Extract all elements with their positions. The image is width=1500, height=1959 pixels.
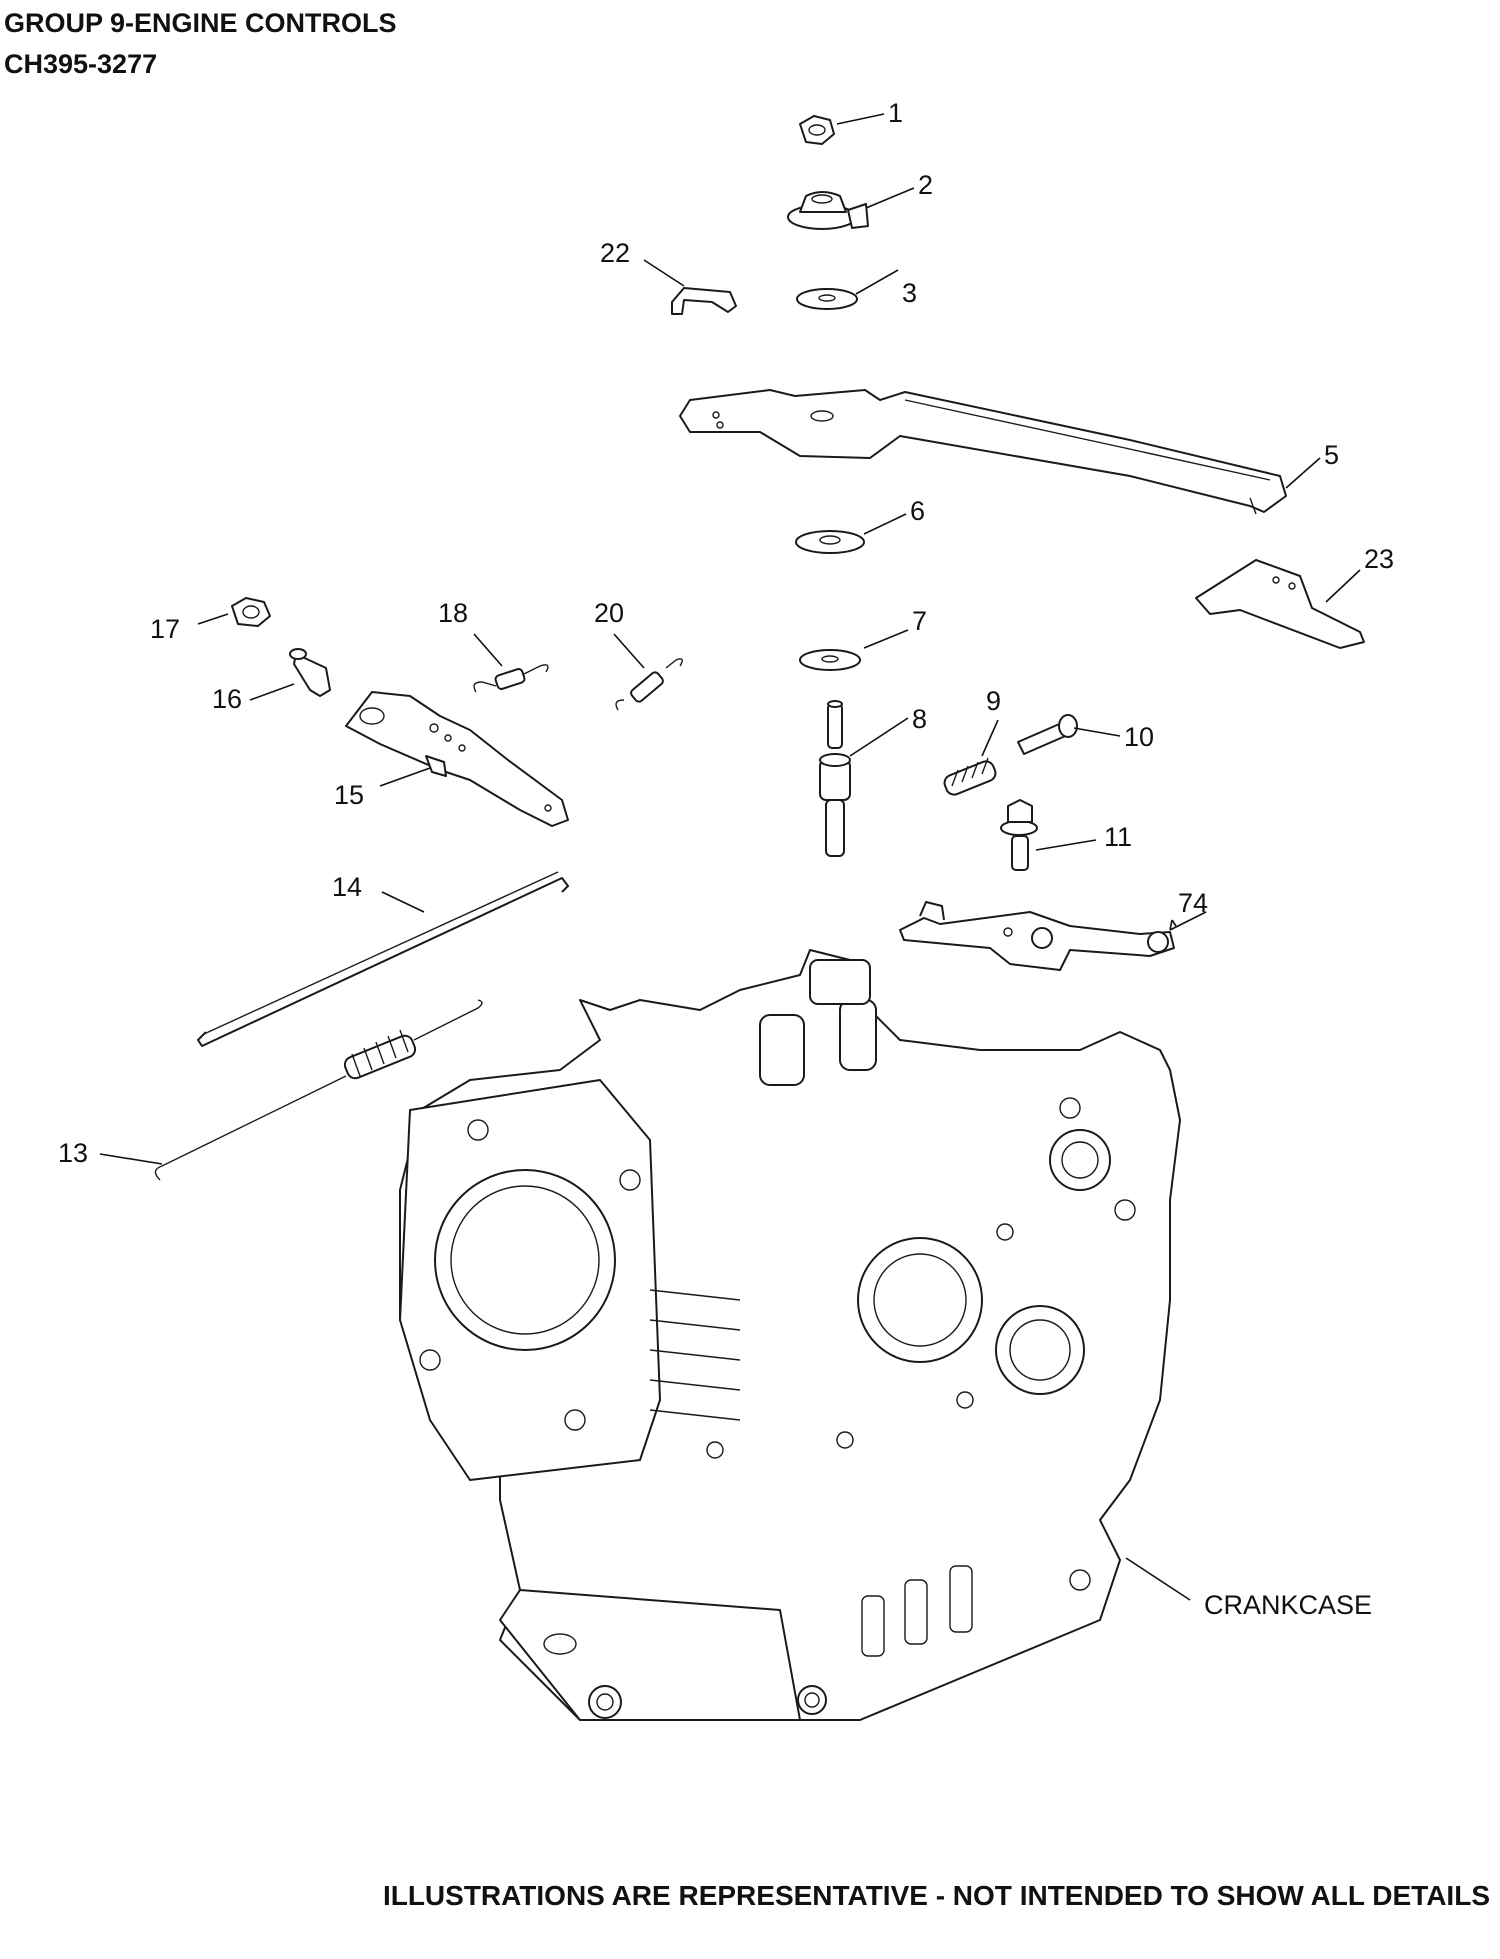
callout-22: 22: [600, 238, 630, 268]
part-17-nut: [231, 597, 271, 627]
page-title: GROUP 9-ENGINE CONTROLS: [4, 8, 397, 38]
part-10-bolt: [1017, 714, 1078, 755]
callout-crankcase: CRANKCASE: [1204, 1590, 1372, 1620]
callout-14: 14: [332, 872, 362, 902]
part-18-spring: [473, 664, 549, 693]
callout-8: 8: [912, 704, 927, 734]
part-23-bracket: [1195, 559, 1365, 649]
callout-74: 74: [1178, 888, 1208, 918]
crankcase: [399, 949, 1181, 1721]
part-9-spring: [943, 757, 997, 796]
callout-17: 17: [150, 614, 180, 644]
disclaimer-note: ILLUSTRATIONS ARE REPRESENTATIVE - NOT I…: [382, 1880, 1490, 1911]
callout-2: 2: [918, 170, 933, 200]
part-16-pin: [289, 648, 331, 697]
callout-15: 15: [334, 780, 364, 810]
part-15-governor-lever: [345, 691, 569, 827]
callout-1: 1: [888, 98, 903, 128]
part-14-throttle-rod: [197, 871, 569, 1047]
callout-11: 11: [1104, 822, 1132, 852]
callout-18: 18: [438, 598, 468, 628]
callout-7: 7: [912, 606, 927, 636]
callout-3: 3: [902, 278, 917, 308]
callout-23: 23: [1364, 544, 1394, 574]
part-74-lever-plate: [899, 901, 1175, 971]
callout-10: 10: [1124, 722, 1154, 752]
callout-6: 6: [910, 496, 925, 526]
callout-9: 9: [986, 686, 1001, 716]
callout-20: 20: [594, 598, 624, 628]
part-5-throttle-lever: [679, 389, 1287, 515]
part-2-bushing: [787, 191, 869, 230]
model-number: CH395-3277: [4, 49, 158, 79]
leader-lines: [99, 113, 1361, 1601]
part-6-washer: [795, 530, 865, 554]
callout-16: 16: [212, 684, 242, 714]
callout-13: 13: [58, 1138, 88, 1168]
part-11-flange-bolt: [1000, 799, 1038, 871]
part-8-shaft: [819, 700, 851, 857]
part-13-governor-spring: [154, 999, 483, 1181]
part-22-bracket: [671, 287, 737, 315]
part-1-hex-nut: [799, 115, 835, 145]
part-3-washer: [796, 288, 858, 310]
part-7-washer: [799, 649, 861, 671]
callout-5: 5: [1324, 440, 1339, 470]
part-20-spring: [615, 658, 683, 711]
